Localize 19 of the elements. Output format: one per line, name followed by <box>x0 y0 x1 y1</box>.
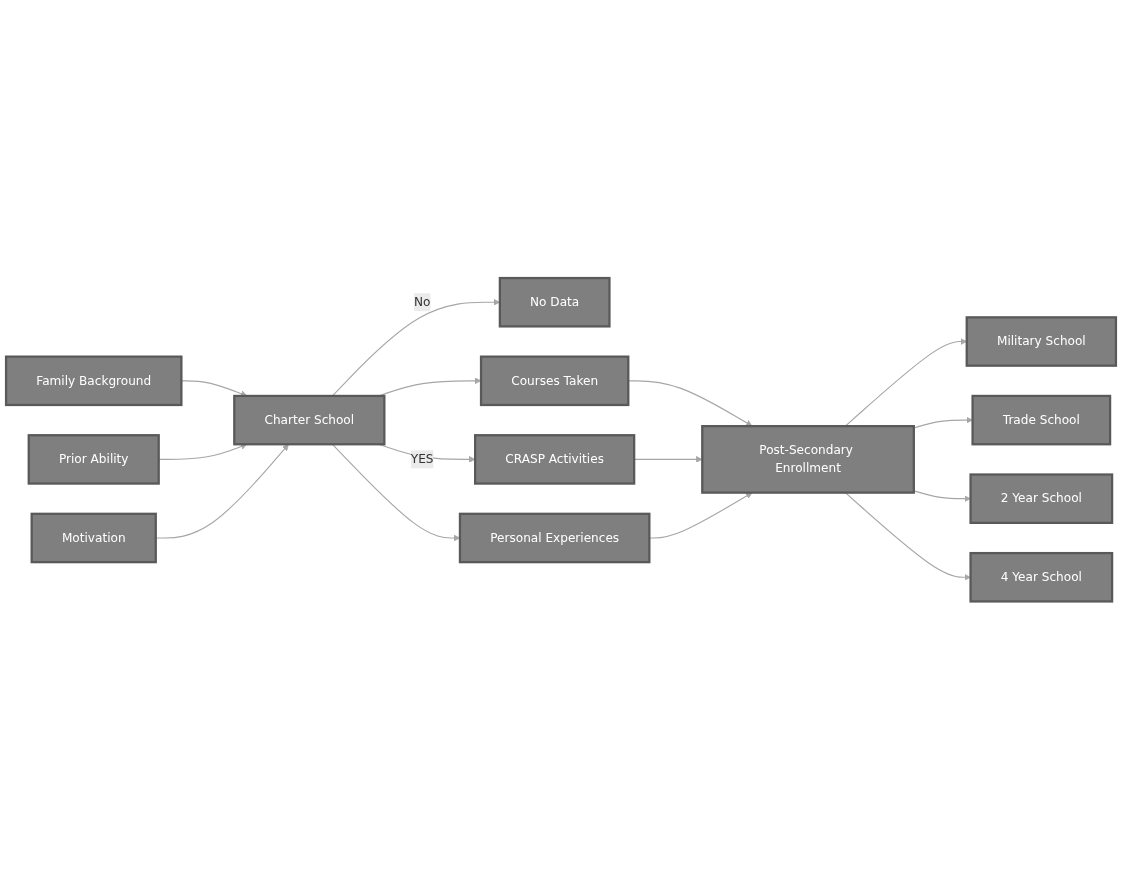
arrow <box>155 444 289 539</box>
node-box: 2 Year School <box>969 473 1114 525</box>
edge-label: No <box>413 294 431 310</box>
node-box: Courses Taken <box>479 355 630 407</box>
node-box: Post-Secondary Enrollment <box>701 425 915 495</box>
arrow <box>844 492 971 581</box>
node-box: Motivation <box>30 512 157 564</box>
arrow <box>913 490 971 503</box>
node-box: Trade School <box>971 395 1112 446</box>
node-box: Family Background <box>4 355 183 407</box>
arrow <box>913 417 973 429</box>
node-box: 4 Year School <box>969 552 1114 603</box>
edge-label: YES <box>410 452 434 467</box>
node-box: Personal Experiences <box>458 512 651 564</box>
node-box: Charter School <box>233 395 386 446</box>
node-box: Prior Ability <box>27 434 160 485</box>
node-box: Military School <box>965 316 1118 368</box>
node-box: CRASP Activities <box>474 434 636 485</box>
node-box: No Data <box>498 277 611 328</box>
